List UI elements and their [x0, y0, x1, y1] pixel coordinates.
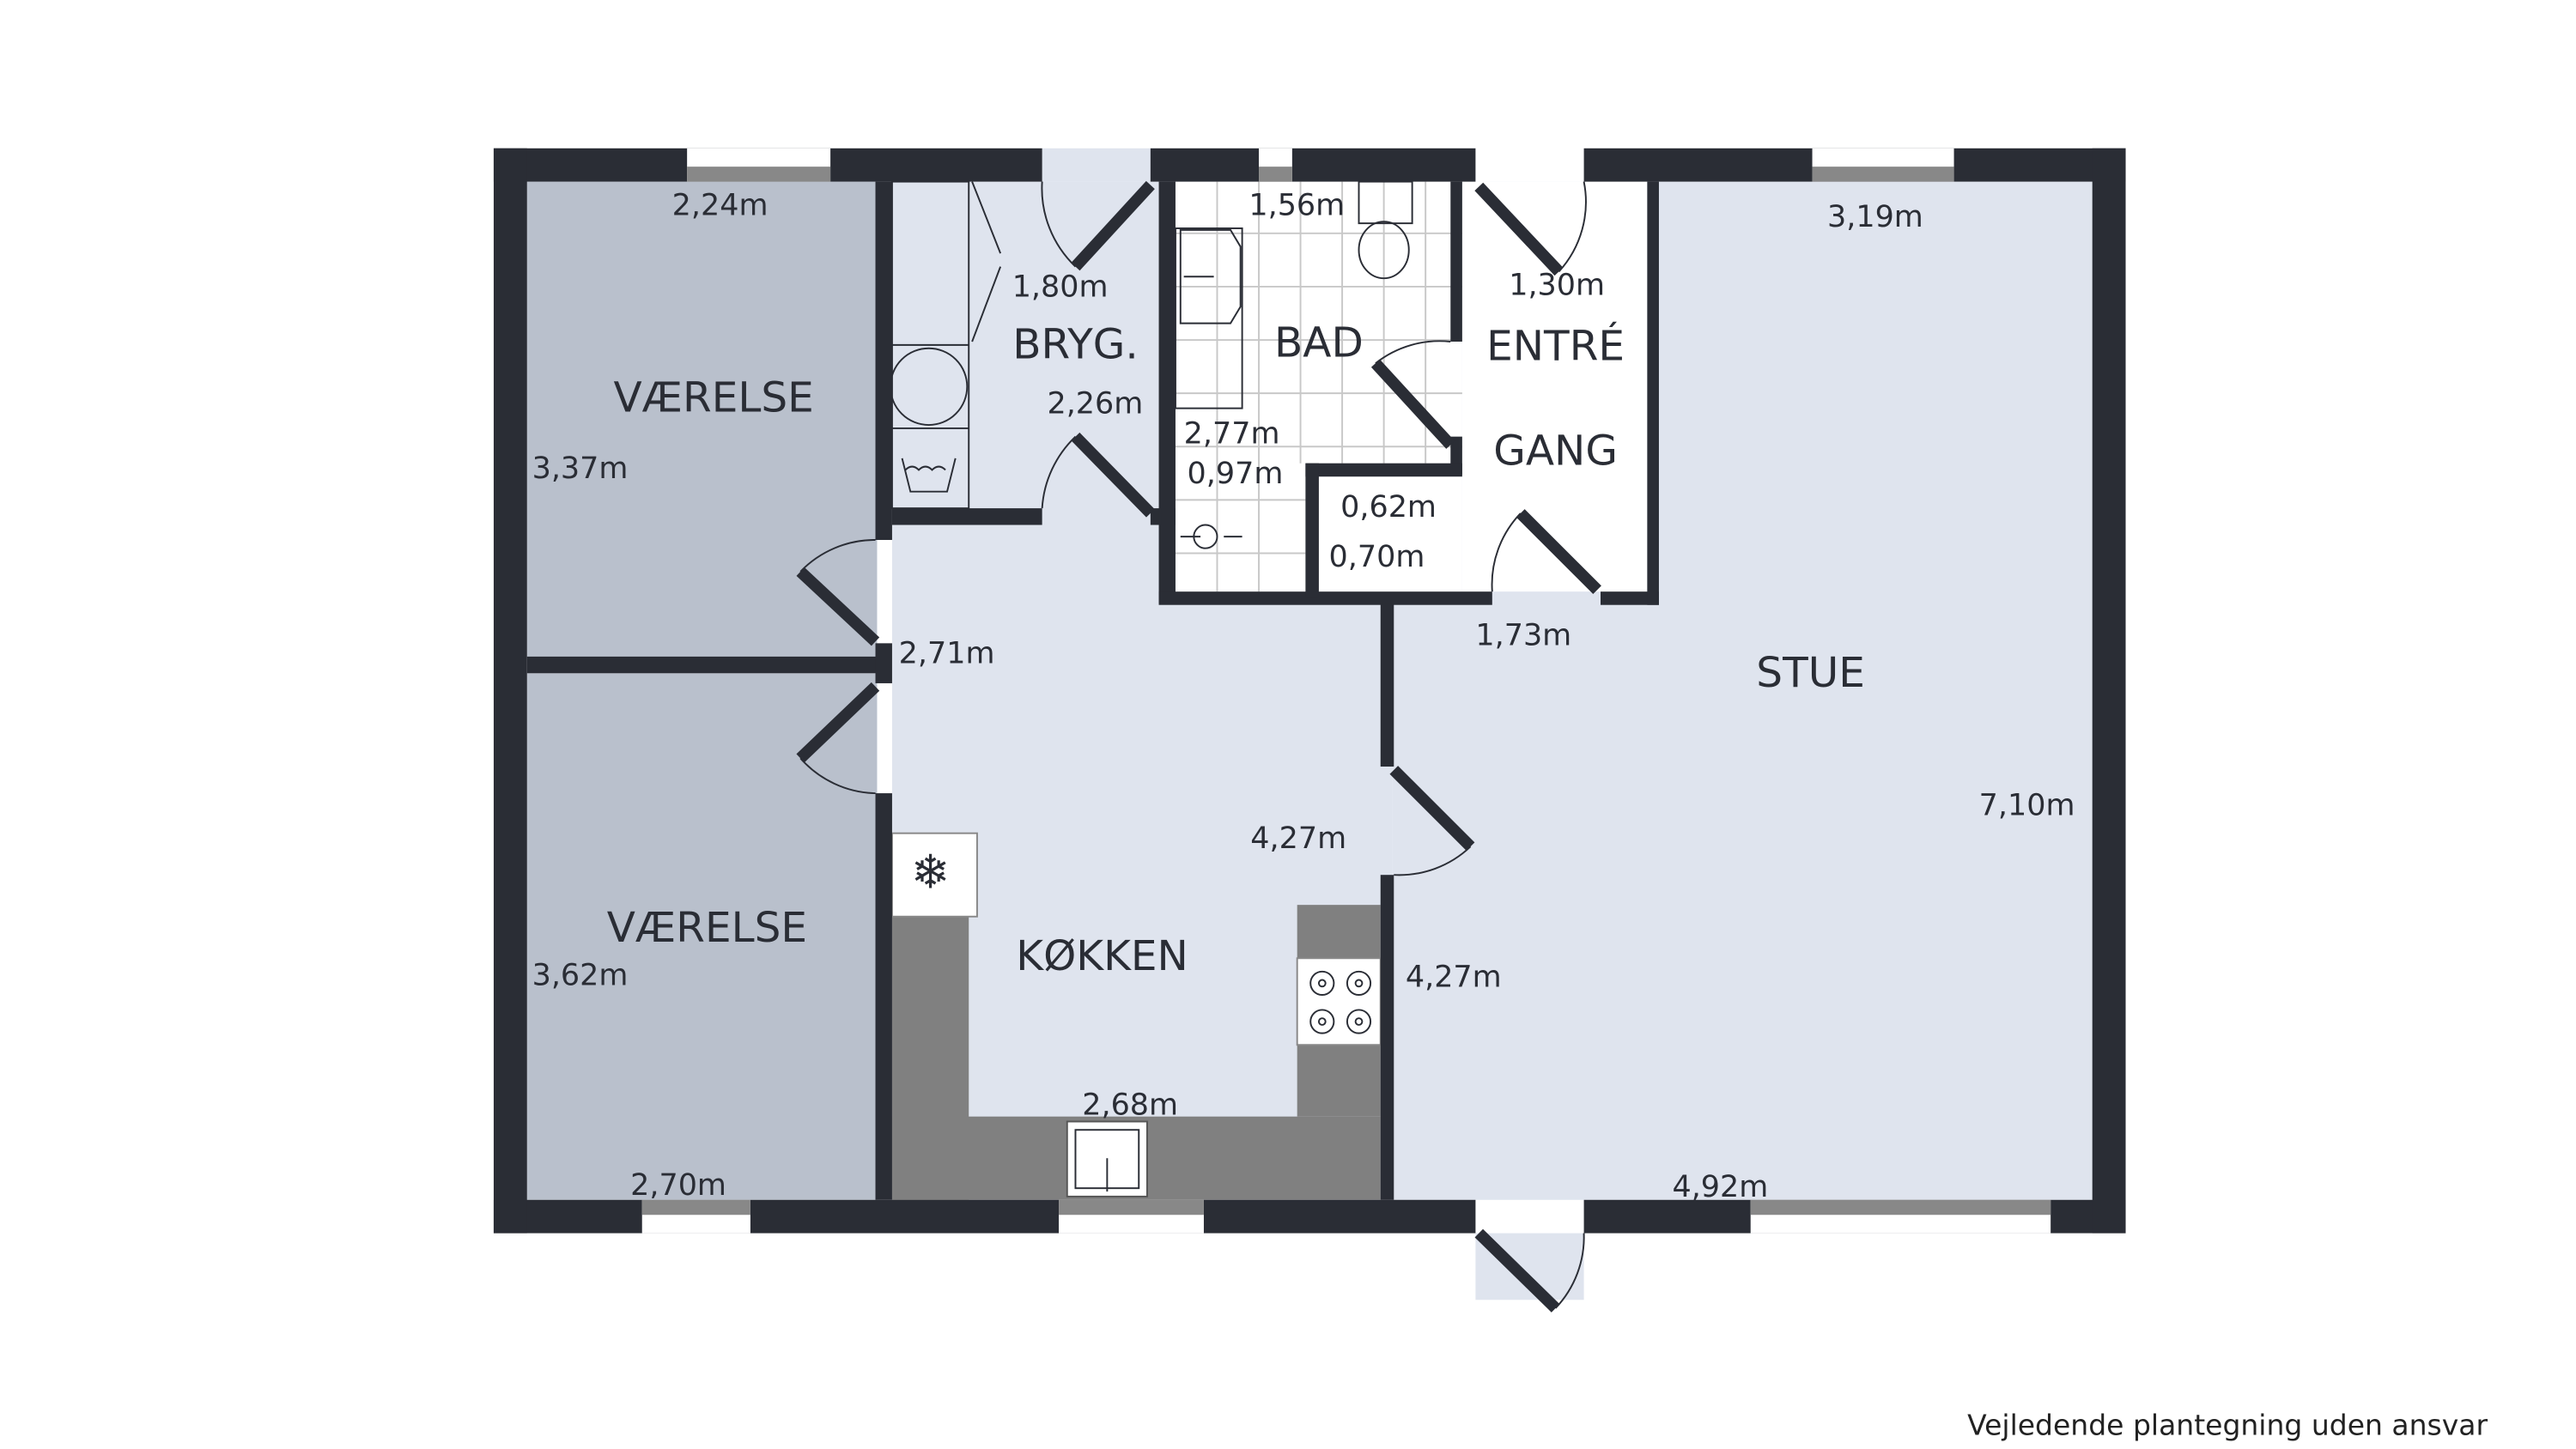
dim: 4,27m — [1406, 960, 1502, 994]
label-stue: STUE — [1756, 649, 1865, 697]
room-vaerelse-1 — [526, 181, 878, 658]
dim: 0,70m — [1329, 540, 1425, 574]
dim: 0,97m — [1188, 457, 1284, 491]
label-bad: BAD — [1274, 318, 1364, 367]
dim: 2,70m — [630, 1168, 726, 1203]
room-entre — [1461, 181, 1648, 594]
windows — [641, 148, 2051, 1234]
dim: 7,10m — [1979, 788, 2075, 822]
dim: 3,62m — [532, 958, 629, 992]
dim: 2,24m — [672, 188, 769, 222]
disclaimer: Vejledende plantegning uden ansvar — [1967, 1408, 2488, 1441]
stove-icon — [1296, 957, 1382, 1046]
bathroom-tiles — [1175, 181, 1462, 592]
dim: 1,56m — [1249, 188, 1345, 222]
dim: 3,19m — [1827, 200, 1923, 234]
label-bryg: BRYG. — [1012, 320, 1139, 368]
label-vaerelse-1: VÆRELSE — [614, 374, 814, 422]
label-kokken: KØKKEN — [1016, 932, 1188, 980]
dim: 0,62m — [1340, 490, 1437, 524]
dim: 2,77m — [1184, 416, 1280, 451]
shower-icon — [1180, 524, 1242, 549]
dim: 1,80m — [1012, 270, 1109, 305]
dim: 2,26m — [1047, 386, 1143, 421]
dim: 4,92m — [1672, 1170, 1768, 1204]
dim: 1,73m — [1475, 618, 1571, 652]
label-gang: GANG — [1493, 427, 1618, 476]
svg-text:❄: ❄ — [911, 847, 951, 899]
dim: 4,27m — [1250, 822, 1346, 856]
dim: 2,71m — [899, 637, 995, 671]
label-vaerelse-2: VÆRELSE — [607, 904, 807, 952]
dim: 1,30m — [1509, 269, 1605, 303]
dim: 2,68m — [1082, 1088, 1178, 1123]
dim: 3,37m — [532, 452, 629, 486]
doors — [796, 180, 1601, 1313]
room-vaerelse-2 — [526, 673, 878, 1200]
closet — [1318, 475, 1453, 592]
label-entre: ENTRÉ — [1486, 321, 1625, 370]
fridge-icon: ❄ — [890, 832, 978, 918]
kitchen-sink-icon — [1066, 1120, 1148, 1197]
dimension-labels: 2,24m 3,37m 3,62m 2,70m 1,80m 2,26m 1,56… — [532, 188, 2075, 1203]
